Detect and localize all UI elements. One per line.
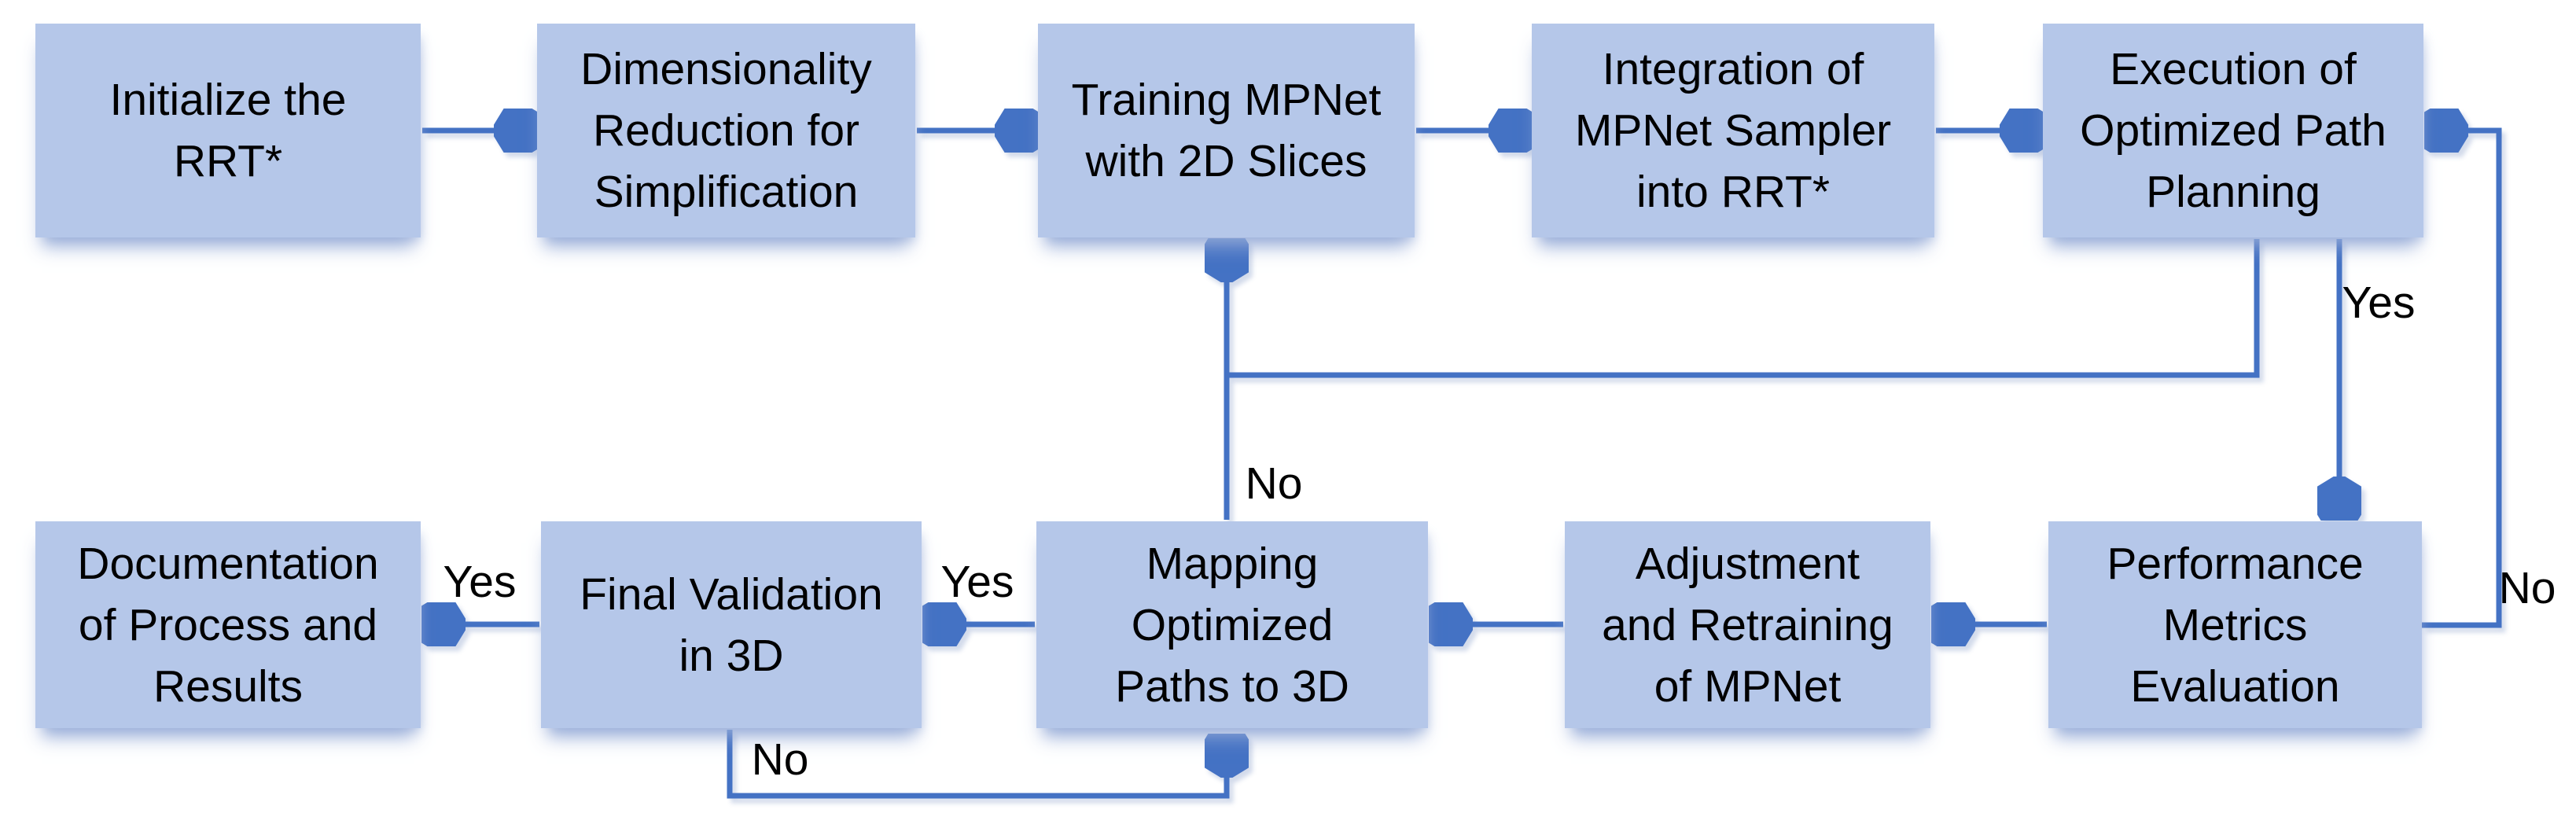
connector-validation-no-loop-to-mapping xyxy=(727,730,1227,799)
flow-node-final-validation-3d: Final Validation in 3D xyxy=(541,521,922,728)
edge-group xyxy=(422,131,2502,799)
edge-label-yes-mapping-to-validation: Yes xyxy=(940,557,1014,607)
flow-node-performance-metrics-text: Performance xyxy=(2107,538,2364,589)
edge-label-yes-execution-to-performance: Yes xyxy=(2342,278,2416,328)
flow-node-mapping-paths-3d-text: Paths to 3D xyxy=(1115,661,1349,712)
flow-node-execution-path-planning-text: Execution of xyxy=(2110,44,2357,94)
flow-node-dimensionality-reduction-text: Reduction for xyxy=(592,105,860,156)
edge-label-yes-validation-to-docs: Yes xyxy=(443,557,517,607)
flow-node-documentation-results-text: Documentation xyxy=(77,538,379,589)
flow-node-adjustment-retraining-text: Adjustment xyxy=(1635,538,1860,589)
flow-node-performance-metrics-text: Metrics xyxy=(2162,599,2308,650)
flow-node-dimensionality-reduction-text: Simplification xyxy=(594,167,859,217)
flow-node-integration-mpnet-sampler-text: into RRT* xyxy=(1636,167,1831,217)
flow-node-training-mpnet: Training MPNet with 2D Slices xyxy=(1038,24,1415,237)
flow-node-dimensionality-reduction-text: Dimensionality xyxy=(580,44,872,94)
edge-label-no-mapping-to-training: No xyxy=(1245,458,1303,509)
flow-node-mapping-paths-3d-text: Mapping xyxy=(1146,538,1319,589)
flow-node-initialize-rrt-text: Initialize the xyxy=(109,75,347,125)
flow-node-final-validation-3d-text: Final Validation xyxy=(580,569,883,620)
flow-node-initialize-rrt-text: RRT* xyxy=(173,136,283,186)
flow-node-training-mpnet-text: Training MPNet xyxy=(1071,75,1382,125)
flow-node-adjustment-retraining-text: and Retraining xyxy=(1602,599,1893,650)
connector-execution-feedback-join xyxy=(1227,239,2260,378)
flow-node-execution-path-planning-text: Optimized Path xyxy=(2080,105,2386,156)
flow-node-adjustment-retraining: Adjustment and Retraining of MPNet xyxy=(1565,521,1930,728)
flow-node-final-validation-3d-text: in 3D xyxy=(679,630,784,681)
flow-node-documentation-results-text: Results xyxy=(153,661,304,712)
flow-node-execution-path-planning-text: Planning xyxy=(2146,167,2320,217)
flow-node-training-mpnet-text: with 2D Slices xyxy=(1085,136,1367,186)
edge-label-no-validation-to-mapping: No xyxy=(751,734,809,785)
flow-node-performance-metrics-text: Evaluation xyxy=(2130,661,2340,712)
flow-node-mapping-paths-3d-text: Optimized xyxy=(1131,599,1334,650)
flow-node-integration-mpnet-sampler-text: Integration of xyxy=(1602,44,1864,94)
flow-node-integration-mpnet-sampler: Integration of MPNet Sampler into RRT* xyxy=(1532,24,1934,237)
edge-label-no-performance-to-execution: No xyxy=(2498,563,2556,613)
flow-node-integration-mpnet-sampler-text: MPNet Sampler xyxy=(1574,105,1892,156)
flow-node-adjustment-retraining-text: of MPNet xyxy=(1654,661,1842,712)
connector-performance-no-loop-to-execution xyxy=(2422,131,2502,628)
flow-node-documentation-results-text: of Process and xyxy=(78,599,378,650)
